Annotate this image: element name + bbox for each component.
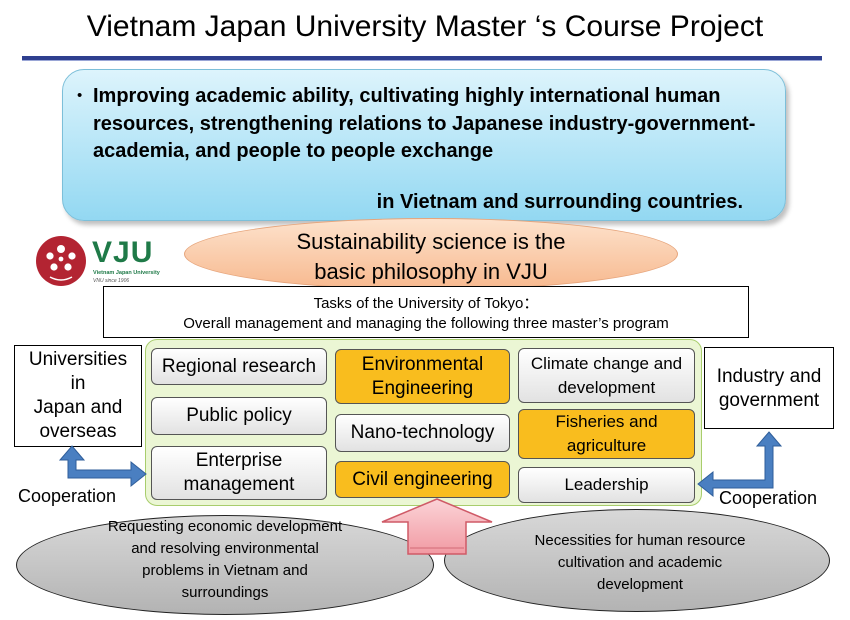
program-label: Enterprise: [195, 450, 283, 471]
program-nano-technology: Nano-technology: [335, 414, 510, 452]
goal-bullet: •: [77, 87, 83, 104]
needs-left-line: and resolving environmental: [131, 540, 319, 557]
universities-line: in: [70, 373, 86, 394]
needs-left-line: problems in Vietnam and: [142, 562, 308, 579]
program-civil-engineering: Civil engineering: [335, 461, 510, 498]
program-regional-research: Regional research: [151, 348, 327, 385]
industry-line: Industry and: [716, 366, 822, 387]
needs-left-ellipse: [16, 515, 434, 615]
logo-since: VNU since 1906: [93, 278, 130, 284]
needs-right-text: Necessities for human resource cultivati…: [480, 530, 800, 596]
tasks-line1: Tasks of the University of Tokyo：: [313, 295, 539, 312]
needs-right-line: cultivation and academic: [557, 554, 723, 571]
cooperation-left-label: Cooperation: [18, 486, 117, 506]
program-environmental-engineering: Environmental Engineering: [335, 349, 510, 404]
program-label: Leadership: [564, 475, 649, 494]
cooperation-right-label: Cooperation: [719, 488, 818, 508]
needs-right-line: development: [597, 576, 683, 593]
program-leadership: Leadership: [518, 467, 695, 503]
vju-logo: VJU Vietnam Japan University VNU since 1…: [36, 234, 176, 290]
needs-left-line: surroundings: [181, 584, 269, 601]
logo-abbr: VJU: [92, 236, 154, 269]
program-label: Engineering: [371, 377, 474, 399]
right-cooperation-arrow: [697, 431, 783, 498]
program-label: Nano-technology: [350, 422, 495, 443]
goal-box: • Improving academic ability, cultivatin…: [62, 69, 786, 221]
industry-line: government: [718, 390, 820, 411]
lotus-icon: [36, 236, 86, 286]
program-label: development: [557, 377, 656, 397]
goal-region: in Vietnam and surrounding countries.: [376, 191, 743, 213]
tasks-box: Tasks of the University of Tokyo： Overal…: [103, 286, 749, 338]
page-title: Vietnam Japan University Master ‘s Cours…: [86, 10, 764, 43]
program-public-policy: Public policy: [151, 397, 327, 435]
universities-line: overseas: [39, 421, 117, 442]
universities-box: Universities in Japan and overseas: [14, 345, 142, 447]
universities-line: Japan and: [33, 397, 123, 418]
goal-text: Improving academic ability, cultivating …: [93, 85, 756, 162]
philosophy-ellipse: Sustainability science is the basic phil…: [184, 218, 678, 290]
philosophy-line2: basic philosophy in VJU: [314, 259, 548, 284]
left-cooperation-arrow: [58, 445, 147, 488]
program-label: management: [183, 474, 295, 495]
program-label: Civil engineering: [352, 468, 493, 490]
program-label: Environmental: [361, 353, 484, 375]
program-label: Fisheries and: [555, 412, 658, 431]
program-fisheries-agriculture: Fisheries and agriculture: [518, 409, 695, 459]
program-label: Regional research: [161, 355, 317, 377]
universities-line: Universities: [28, 349, 128, 370]
needs-right-line: Necessities for human resource: [534, 532, 746, 549]
program-climate-change: Climate change and development: [518, 348, 695, 403]
needs-left-text: Requesting economic development and reso…: [60, 516, 390, 604]
industry-box: Industry and government: [704, 347, 834, 429]
needs-left-line: Requesting economic development: [107, 518, 343, 535]
title-underline: [22, 56, 822, 61]
tasks-line2: Overall management and managing the foll…: [183, 315, 669, 332]
logo-name: Vietnam Japan University: [93, 270, 160, 276]
program-label: Public policy: [186, 405, 292, 426]
program-enterprise-management: Enterprise management: [151, 446, 327, 500]
pink-arrow-shape: [381, 498, 493, 555]
program-label: Climate change and: [530, 353, 683, 373]
needs-right-ellipse: [444, 509, 830, 612]
program-label: agriculture: [566, 436, 647, 455]
philosophy-line1: Sustainability science is the: [296, 229, 566, 254]
